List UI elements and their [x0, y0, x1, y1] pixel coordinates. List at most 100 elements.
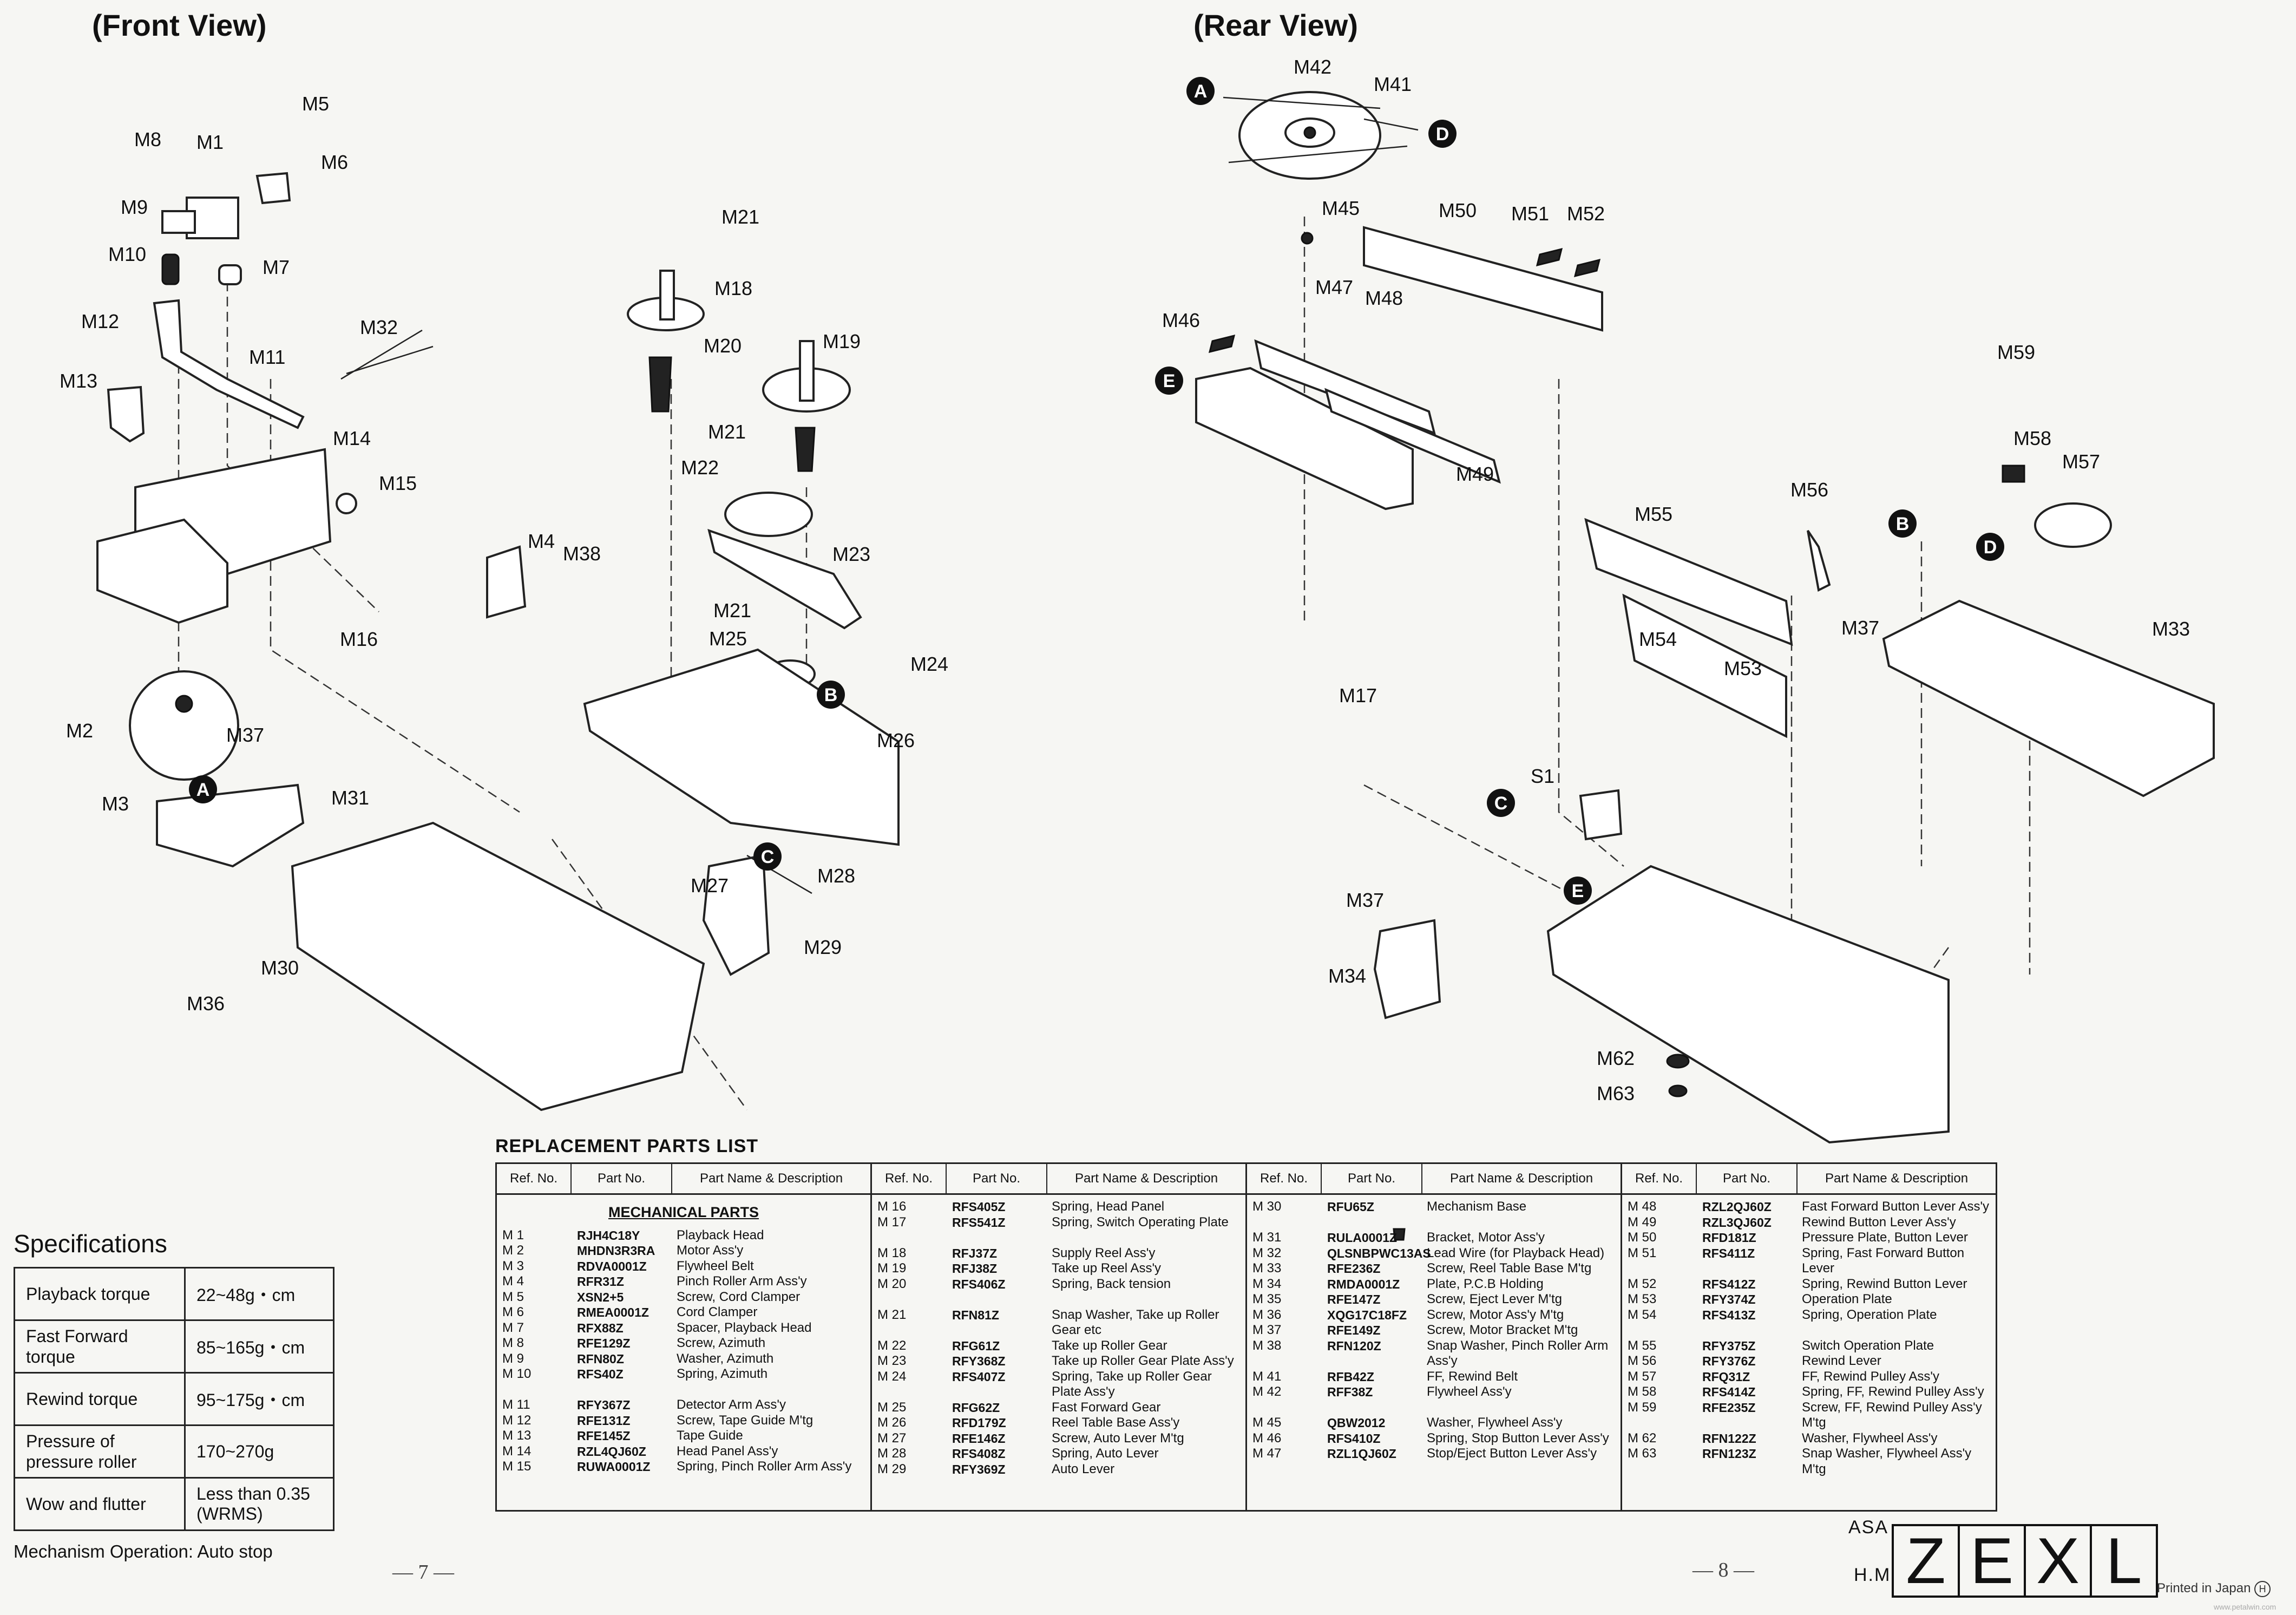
- row-gap: [872, 1292, 1245, 1307]
- part-description: Fast Forward Button Lever Ass'y: [1802, 1199, 1990, 1214]
- part-description: Washer, Azimuth: [677, 1351, 774, 1366]
- part-ref: M 53: [1628, 1292, 1657, 1306]
- part-number: RFS40Z: [577, 1367, 624, 1381]
- header-part-no: Part No.: [1322, 1164, 1422, 1193]
- part-number: RZL4QJ60Z: [577, 1444, 646, 1459]
- part-ref: M 9: [502, 1351, 524, 1366]
- marker-b: B: [824, 685, 838, 705]
- front-label: M21: [708, 421, 746, 443]
- part-ref: M 2: [502, 1243, 524, 1258]
- parts-header: Ref. No. Part No. Part Name & Descriptio…: [872, 1164, 1245, 1195]
- spec-value: 85~165g・cm: [184, 1319, 334, 1374]
- spec-row: Playback torque 22~48g・cm: [14, 1267, 334, 1321]
- part-ref: M 4: [502, 1274, 524, 1289]
- part-description: Reel Table Base Ass'y: [1052, 1415, 1180, 1430]
- part-number: RFS407Z: [952, 1369, 1006, 1384]
- front-label: M6: [321, 151, 348, 173]
- part-number: RFB42Z: [1327, 1369, 1374, 1384]
- header-ref-no: Ref. No.: [1622, 1164, 1697, 1193]
- part-description: Take up Roller Gear Plate Ass'y: [1052, 1354, 1234, 1368]
- header-part-no: Part No.: [572, 1164, 672, 1193]
- part-ref: M 20: [877, 1276, 907, 1291]
- code-letter: E: [1960, 1525, 2026, 1597]
- part-number: RFY368Z: [952, 1354, 1006, 1368]
- part-description: Fast Forward Gear: [1052, 1400, 1161, 1415]
- specifications-table: Playback torque 22~48g・cm Fast Forward t…: [14, 1267, 334, 1531]
- part-number: RFN81Z: [952, 1307, 999, 1322]
- part-number: RZL3QJ60Z: [1702, 1215, 1772, 1230]
- part-number: RUWA0001Z: [577, 1460, 651, 1474]
- parts-header: Ref. No. Part No. Part Name & Descriptio…: [497, 1164, 870, 1195]
- part-description: Head Panel Ass'y: [677, 1443, 778, 1459]
- part-ref: M 29: [877, 1461, 907, 1476]
- part-ref: M 27: [877, 1430, 907, 1446]
- front-view-title: (Front View): [92, 8, 267, 42]
- part-ref: M 54: [1628, 1307, 1657, 1322]
- part-ref: M 18: [877, 1245, 907, 1260]
- part-description: Screw, Cord Clamper: [677, 1289, 801, 1304]
- printed-in-japan: Printed in Japan H: [2157, 1581, 2271, 1597]
- part-description: Spring, Operation Plate: [1802, 1307, 1937, 1322]
- spec-value: 95~175g・cm: [184, 1372, 334, 1426]
- asa-label: ASA: [1848, 1517, 1889, 1538]
- printed-text: Printed in Japan: [2157, 1581, 2251, 1596]
- rear-label: M52: [1567, 202, 1605, 225]
- part-ref: M 35: [1252, 1292, 1282, 1306]
- part-description: Spring, Switch Operating Plate: [1052, 1214, 1229, 1230]
- part-number: RFS410Z: [1327, 1431, 1381, 1446]
- front-label: M36: [187, 992, 225, 1015]
- rear-label: M57: [2062, 450, 2100, 473]
- rear-label: M47: [1315, 276, 1353, 298]
- part-description: Plate, P.C.B Holding: [1427, 1276, 1544, 1291]
- part-description: Flywheel Ass'y: [1427, 1384, 1512, 1399]
- part-ref: M 12: [502, 1413, 532, 1428]
- front-label: M1: [196, 131, 224, 153]
- part-ref: M 59: [1628, 1400, 1657, 1415]
- part-number: RFG62Z: [952, 1400, 1000, 1415]
- part-description: Pressure Plate, Button Lever: [1802, 1230, 1968, 1245]
- spec-value: Less than 0.35 (WRMS): [184, 1477, 334, 1531]
- part-number: RFS405Z: [952, 1200, 1006, 1214]
- rear-label: M58: [2013, 427, 2051, 449]
- rear-label: M46: [1162, 309, 1200, 331]
- watermark: www.petalwin.com: [2214, 1603, 2277, 1611]
- spec-label: Pressure of pressure roller: [14, 1424, 186, 1479]
- part-description: Playback Head: [677, 1227, 764, 1243]
- part-number: RFE145Z: [577, 1429, 631, 1443]
- front-label: M9: [121, 196, 148, 218]
- part-ref: M 41: [1252, 1369, 1282, 1384]
- rear-label: M49: [1456, 463, 1494, 485]
- part-description: Take up Roller Gear: [1052, 1338, 1167, 1353]
- part-description: Screw, Motor Bracket M'tg: [1427, 1323, 1578, 1337]
- front-label: M12: [81, 310, 119, 332]
- rear-label: M55: [1635, 503, 1672, 525]
- part-number: RFX88Z: [577, 1320, 624, 1335]
- part-ref: M 1: [502, 1227, 524, 1243]
- part-ref: M 55: [1628, 1338, 1657, 1353]
- front-label: M3: [102, 793, 129, 815]
- code-letter: L: [2105, 1525, 2142, 1597]
- rear-label: M34: [1328, 965, 1366, 987]
- part-number: RFY367Z: [577, 1398, 631, 1412]
- part-ref: M 56: [1628, 1354, 1657, 1368]
- front-label: M23: [832, 543, 870, 565]
